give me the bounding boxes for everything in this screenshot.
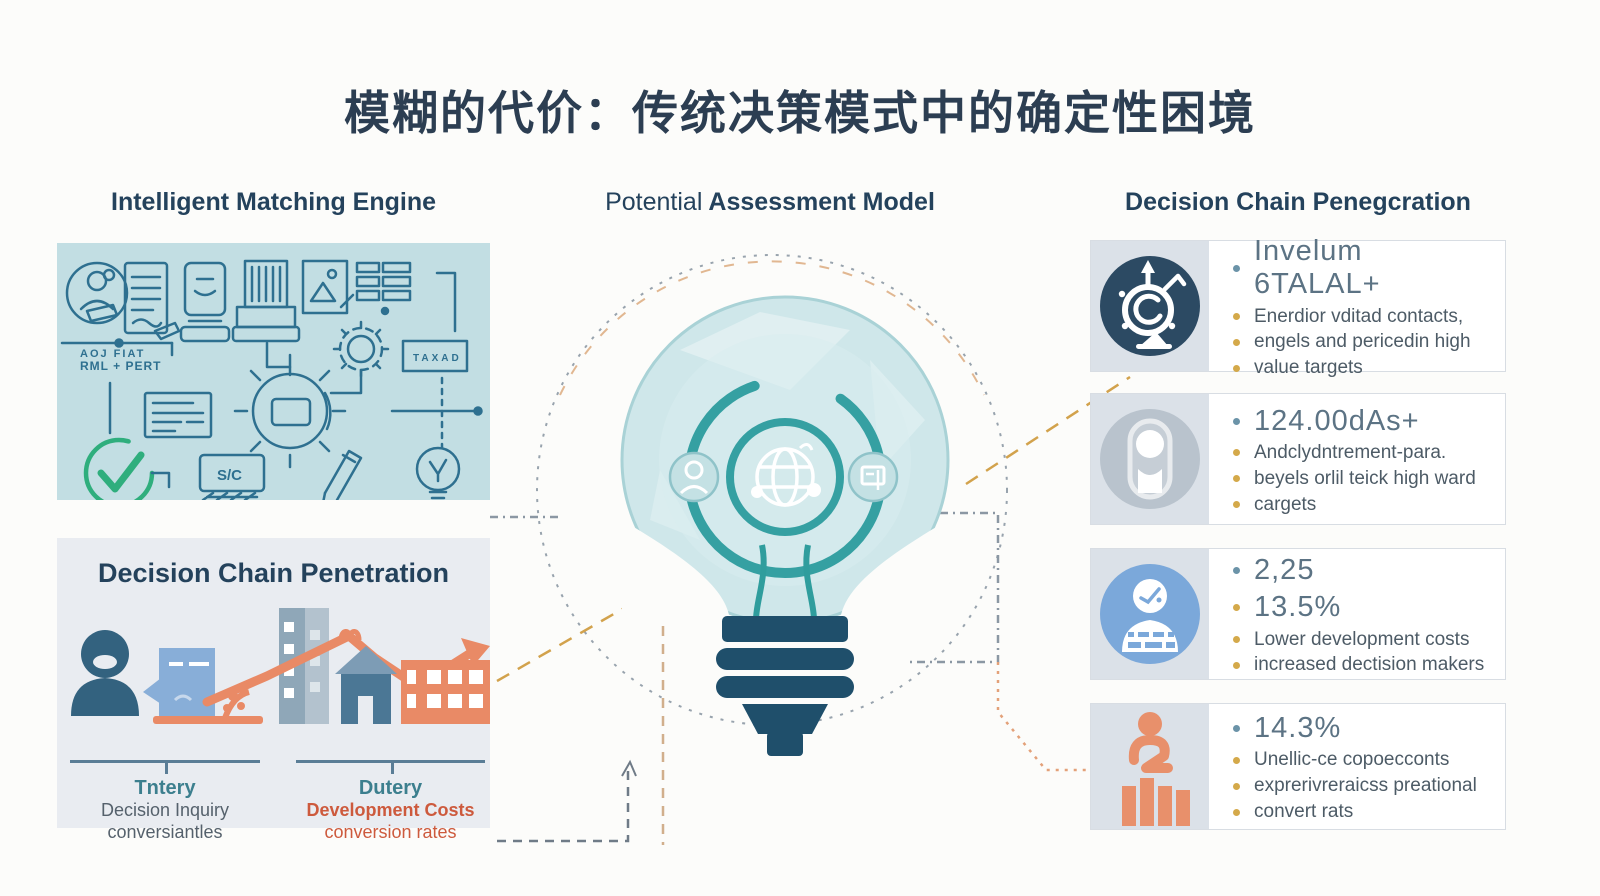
consultant-icon (65, 261, 129, 325)
list-rows-icon (355, 261, 412, 316)
tag-box-icon (401, 339, 469, 373)
label-line-inquiry-2: conversiantles (107, 821, 223, 842)
matching-engine-panel: AOJ FIAT RML + PERT TAXAD S/C (57, 243, 490, 509)
page-title: 模糊的代价：传统决策模式中的确定性困境 (344, 86, 1256, 139)
person-mini-icon (668, 451, 720, 503)
card-line: Enerdior vditad contacts, (1233, 306, 1495, 328)
card-line: Lower development costs (1233, 629, 1495, 651)
speech-bubble-icon (143, 648, 215, 716)
card-line: engels and pericedin high (1233, 331, 1495, 353)
connector-bottom-left (497, 766, 630, 843)
contract-icon (123, 261, 181, 341)
lightbulb-icon (620, 295, 950, 756)
card-lines: 14.3% Unellic-ce copoecconts exprerivrer… (1209, 704, 1505, 829)
small-bulb-icon (415, 446, 461, 500)
monitor-label: S/C (217, 467, 242, 484)
card-lines: Invelum 6TALAL+ Enerdior vditad contacts… (1209, 235, 1505, 378)
card-line: value targets (1233, 357, 1495, 379)
card-line: 13.5% (1233, 591, 1495, 624)
hub-icon (233, 353, 347, 469)
heading-potential-assessment-model: Potential Assessment Model (555, 188, 985, 217)
monitor-icon (198, 453, 266, 502)
label-line-costs-1: Development Costs (306, 800, 475, 820)
art-label-bottom: RML + PERT (80, 359, 161, 373)
analyst-device-icon (1091, 549, 1209, 679)
card-conversion: 14.3% Unellic-ce copoecconts exprerivrer… (1090, 703, 1506, 830)
label-group-costs: Dutery Development Costs conversion rate… (296, 776, 485, 843)
dashed-orbit-circle (536, 254, 1008, 726)
tag-box-label: TAXAD (413, 353, 462, 364)
connector-left-gold (496, 586, 660, 683)
bracket-left (70, 760, 260, 775)
bracket-right (296, 760, 485, 775)
decision-chain-panel: Decision Chain Penetration (57, 538, 490, 842)
connector-right-gray (908, 511, 1000, 664)
photo-frame-icon (301, 259, 355, 315)
card-high-value-targets: Invelum 6TALAL+ Enerdior vditad contacts… (1090, 235, 1506, 378)
gauge-target-icon (1091, 241, 1209, 371)
card-line: exprerivreraicss preational (1233, 775, 1495, 797)
label-line-costs-2: conversion rates (324, 821, 457, 842)
label-title-tntery: Tntery (134, 777, 196, 799)
person-silhouette-icon (71, 630, 139, 716)
card-line: beyels orlil teick high ward (1233, 468, 1495, 490)
connector-right-orange-dotted (996, 662, 1088, 772)
card-parameters: 124.00dAs+ Andclydntrement-para. beyels … (1090, 393, 1506, 525)
heading-decision-chain-penegcration: Decision Chain Penegcration (1125, 188, 1471, 216)
label-group-inquiry: Tntery Decision Inquiry conversiantles (70, 776, 260, 843)
outer-ring (684, 376, 886, 578)
matching-engine-illustration: AOJ FIAT RML + PERT TAXAD S/C (60, 259, 483, 509)
card-lines: 124.00dAs+ Andclydntrement-para. beyels … (1209, 394, 1505, 524)
pencil-icon (321, 449, 363, 505)
orange-building-icon (401, 660, 490, 724)
globe-icon (751, 443, 821, 507)
document-mini-icon (847, 451, 899, 503)
heading-intelligent-matching-engine: Intelligent Matching Engine (111, 188, 436, 216)
card-line: convert rats (1233, 801, 1495, 823)
orbit-orange-arc (559, 260, 985, 396)
person-bar-chart-icon (1091, 704, 1209, 829)
text-block-icon (143, 391, 213, 439)
decision-panel-heading: Decision Chain Penetration (97, 558, 450, 588)
card-development-costs: 2,25 13.5% Lower development costs incre… (1090, 548, 1506, 680)
bulb-base (716, 616, 854, 756)
gear-icon (332, 320, 390, 378)
card-line: Andclydntrement-para. (1233, 442, 1495, 464)
copier-icon (231, 259, 301, 343)
art-label-top: AOJ FIAT (80, 348, 145, 360)
corner-bracket (435, 271, 457, 333)
printer-icon (179, 261, 231, 343)
heading-center-bold: Assessment Model (708, 188, 935, 216)
lock-icon (1091, 394, 1209, 524)
card-line: 14.3% (1233, 712, 1495, 745)
inner-ring (726, 418, 844, 536)
decision-chain-illustration (71, 608, 490, 724)
connector-arrowhead (621, 759, 637, 777)
heading-center-light: Potential (605, 188, 703, 216)
check-circle-icon (83, 437, 155, 509)
card-line: increased dectision makers (1233, 654, 1495, 676)
card-line: 2,25 (1233, 554, 1495, 587)
card-line: cargets (1233, 494, 1495, 516)
house-icon (335, 646, 397, 724)
platform-bar (153, 716, 263, 724)
card-lines: 2,25 13.5% Lower development costs incre… (1209, 549, 1505, 679)
label-line-inquiry-1: Decision Inquiry (100, 800, 230, 820)
label-title-dutery: Dutery (358, 777, 423, 799)
card-line: Invelum 6TALAL+ (1233, 235, 1495, 302)
card-line: Unellic-ce copoecconts (1233, 749, 1495, 771)
card-line: 124.00dAs+ (1233, 405, 1495, 438)
